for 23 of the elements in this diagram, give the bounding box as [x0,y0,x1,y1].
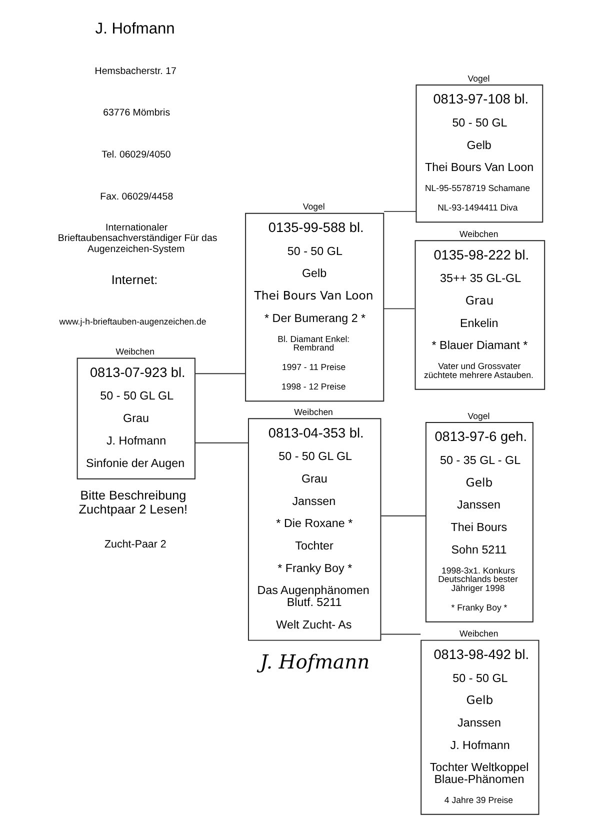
connector [194,373,246,374]
label: 63776 Mömbris [102,108,170,119]
connector [380,515,426,516]
label: Hemsbacherstr. 17 [94,66,176,77]
label: www.j-h-brieftauben-augenzeichen.de [58,316,206,326]
label: Internationaler Brieftaubensachverständiger Für das Augenzeichen-System [57,222,217,255]
label: Zucht-Paar 2 [104,538,166,551]
node-label: Vogel [302,202,324,212]
node-label: Weibchen [459,228,498,239]
node-label: Weibchen [115,346,154,357]
label: Internet: [110,272,158,287]
label: Fax. 06029/4458 [100,191,173,202]
connector [380,634,421,635]
label: Tel. 06029/4050 [101,149,170,160]
connector [194,442,248,444]
node-label: Vogel [467,410,490,421]
label: Bitte Beschreibung Zuchtpaar 2 Lesen! [78,488,188,516]
connector [383,210,416,212]
node-label: Vogel [467,73,490,84]
label: J. Hofmann [94,20,174,38]
node-label: Weibchen [294,406,332,417]
node-label: Weibchen [459,628,498,639]
connector [383,308,415,310]
